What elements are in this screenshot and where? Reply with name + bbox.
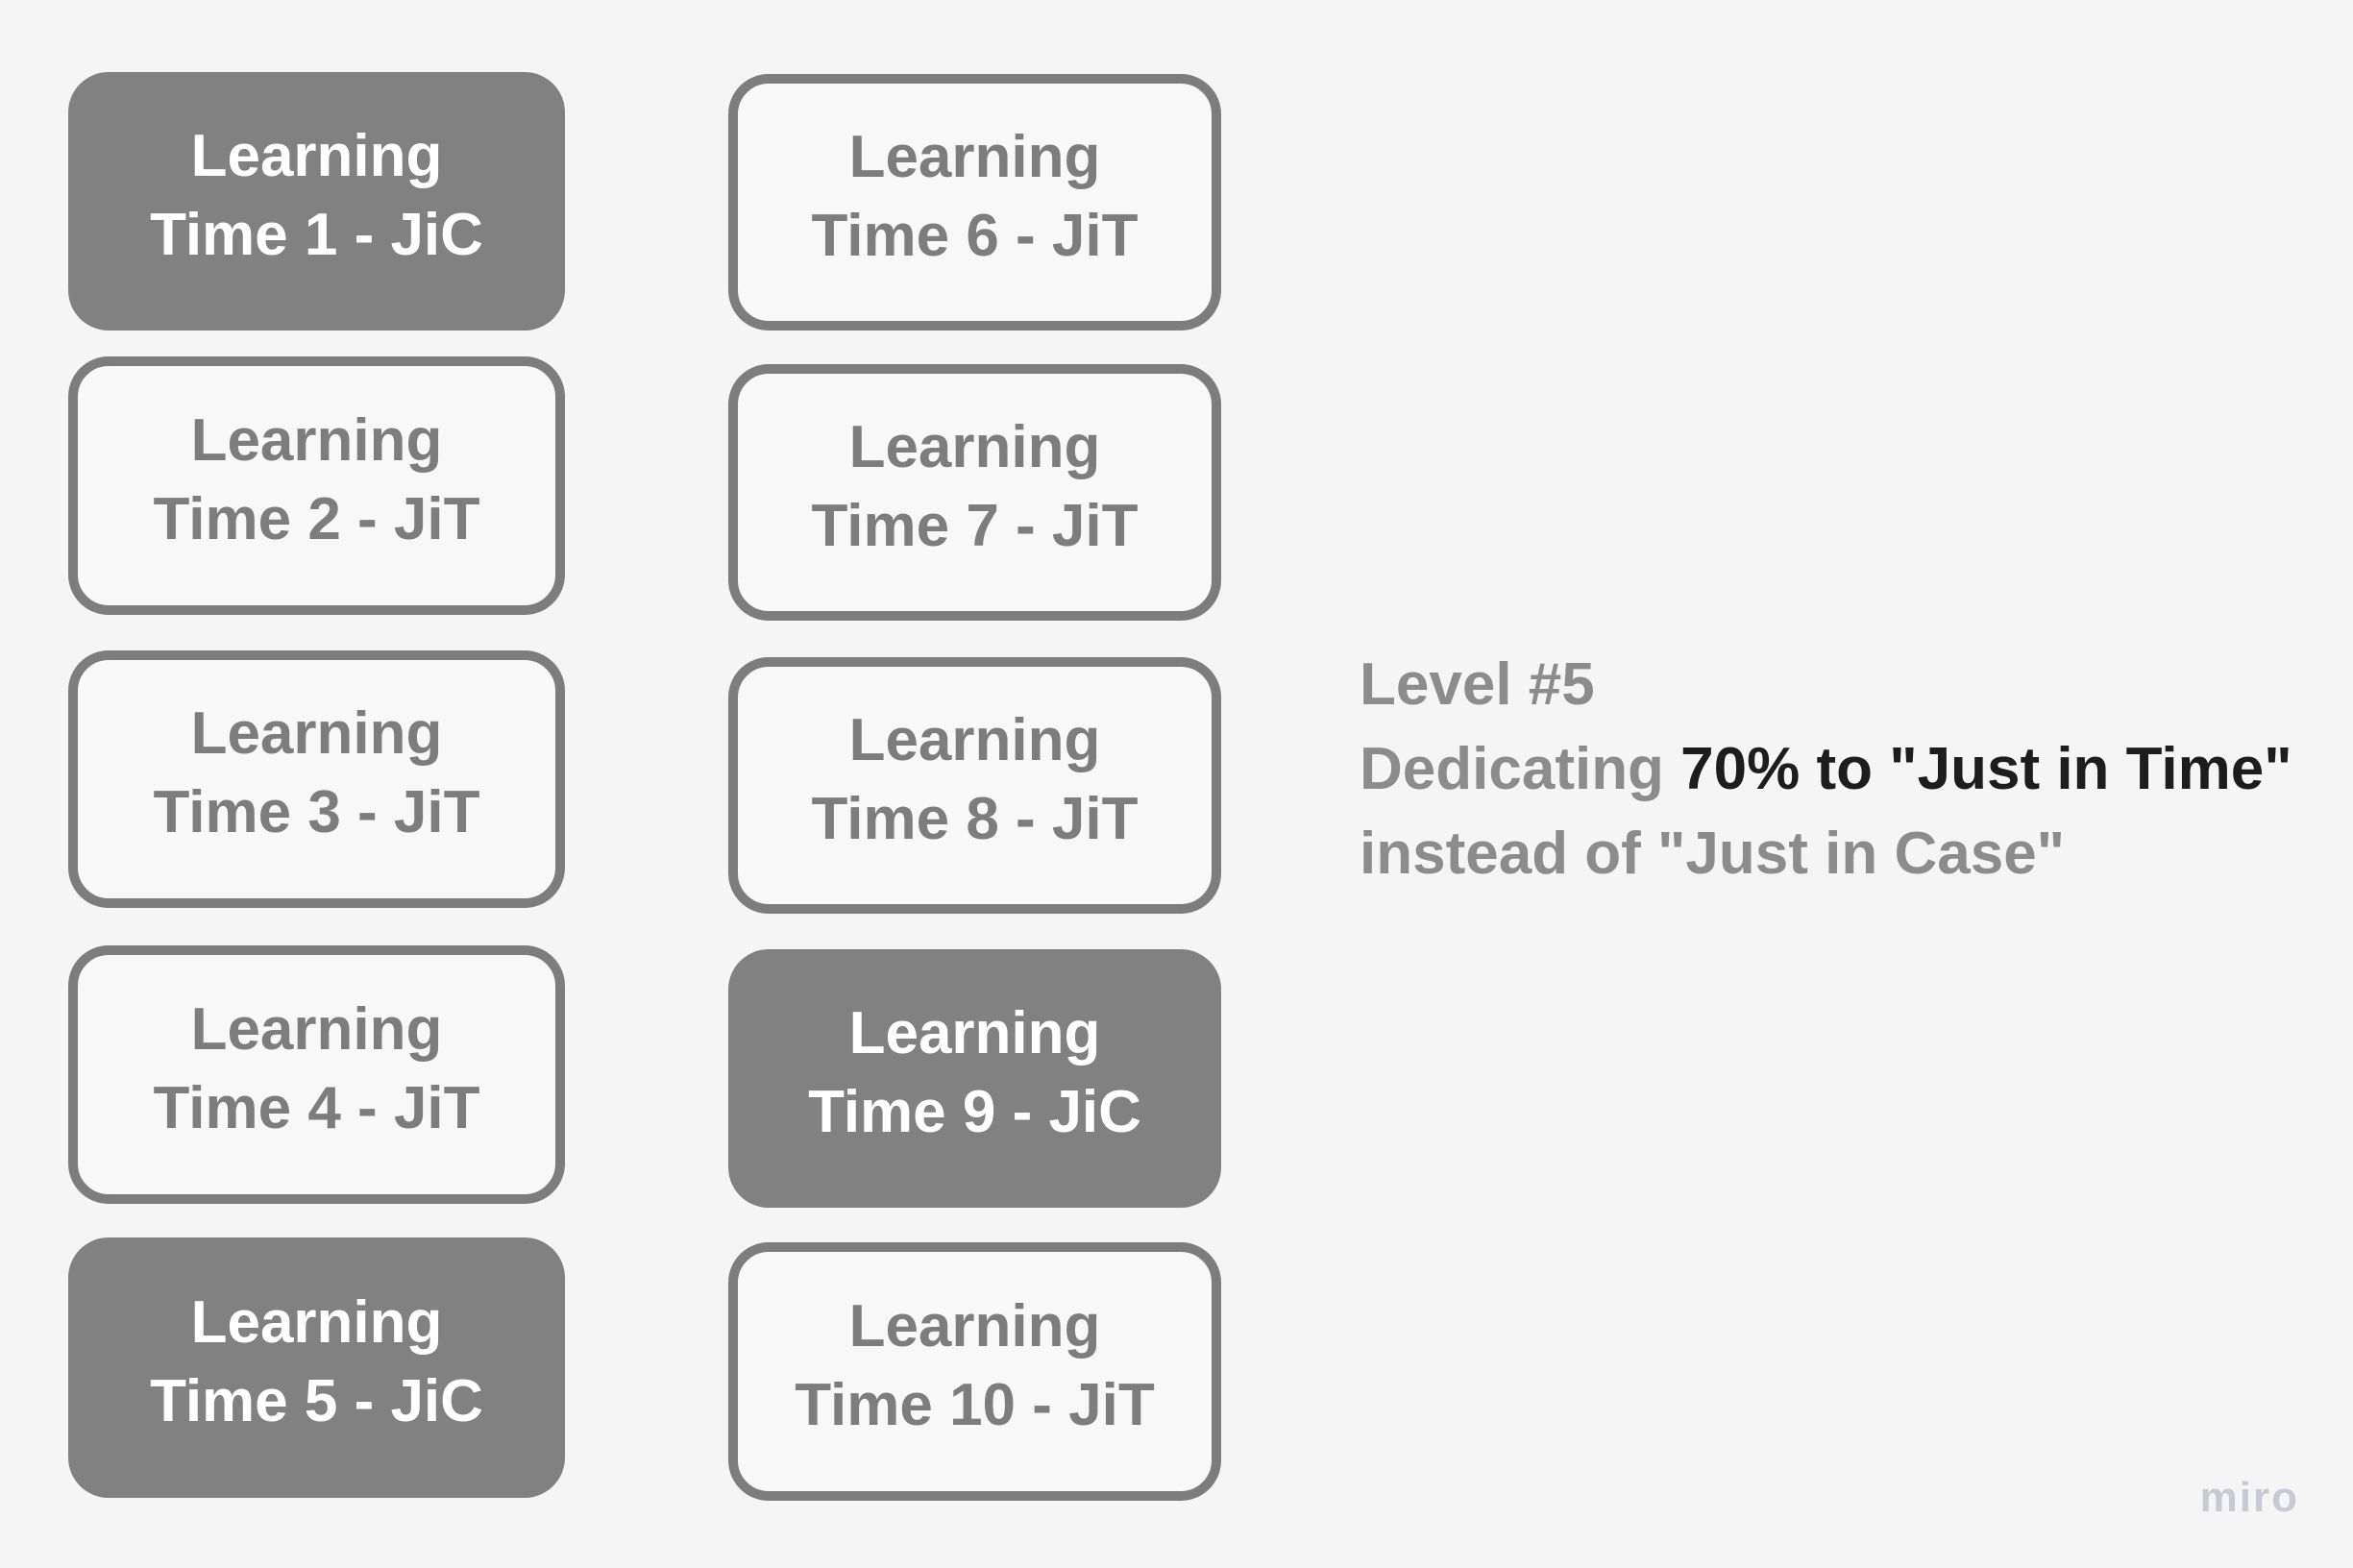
card-label: Learning Time 10 - JiT [795,1287,1154,1445]
card-label-line2: Time 10 - JiT [795,1371,1155,1438]
card-label-line1: Learning [190,122,443,189]
card-label-line1: Learning [190,406,443,474]
caption-line-instead: instead of "Just in Case" [1360,821,2066,887]
card-label-line2: Time 8 - JiT [811,785,1139,852]
caption-line-dedicating: Dedicating 70% to "Just in Time" [1360,727,2292,812]
card-label-line1: Learning [848,413,1101,480]
card-label-line1: Learning [848,1292,1101,1360]
card-label-line1: Learning [848,123,1101,190]
card-learning-time-3[interactable]: Learning Time 3 - JiT [68,650,565,908]
card-label: Learning Time 3 - JiT [154,695,480,852]
card-label-line2: Time 6 - JiT [811,202,1139,269]
card-learning-time-4[interactable]: Learning Time 4 - JiT [68,945,565,1204]
card-learning-time-7[interactable]: Learning Time 7 - JiT [728,364,1221,621]
card-label: Learning Time 5 - JiC [150,1284,483,1441]
card-label: Learning Time 8 - JiT [812,701,1139,859]
card-learning-time-8[interactable]: Learning Time 8 - JiT [728,657,1221,914]
card-label-line2: Time 9 - JiC [808,1078,1141,1145]
card-label: Learning Time 9 - JiC [808,994,1141,1152]
level-caption[interactable]: Level #5 Dedicating 70% to "Just in Time… [1360,643,2292,896]
card-label-line2: Time 4 - JiT [153,1074,480,1141]
card-label: Learning Time 1 - JiC [150,117,483,275]
card-label-line1: Learning [190,1288,443,1356]
card-label-line2: Time 5 - JiC [150,1367,483,1434]
card-label-line1: Learning [848,706,1101,773]
card-label-line2: Time 3 - JiT [153,779,480,845]
card-learning-time-2[interactable]: Learning Time 2 - JiT [68,356,565,615]
card-label: Learning Time 7 - JiT [812,408,1139,566]
card-learning-time-9[interactable]: Learning Time 9 - JiC [728,949,1221,1208]
card-learning-time-6[interactable]: Learning Time 6 - JiT [728,74,1221,331]
card-label: Learning Time 4 - JiT [154,991,480,1148]
caption-line-level: Level #5 [1360,651,1595,718]
card-learning-time-5[interactable]: Learning Time 5 - JiC [68,1237,565,1498]
card-learning-time-10[interactable]: Learning Time 10 - JiT [728,1242,1221,1501]
card-learning-time-1[interactable]: Learning Time 1 - JiC [68,72,565,331]
caption-dedicating-emphasis: 70% to "Just in Time" [1680,736,2292,802]
card-label-line1: Learning [190,995,443,1063]
card-label: Learning Time 2 - JiT [154,402,480,559]
miro-logo: miro [2199,1474,2299,1521]
card-label-line1: Learning [848,999,1101,1066]
card-label-line2: Time 2 - JiT [153,485,480,552]
card-label-line2: Time 7 - JiT [811,492,1139,559]
card-label-line2: Time 1 - JiC [150,201,483,268]
caption-dedicating-prefix: Dedicating [1360,736,1681,802]
card-label-line1: Learning [190,700,443,767]
card-label: Learning Time 6 - JiT [812,118,1139,276]
